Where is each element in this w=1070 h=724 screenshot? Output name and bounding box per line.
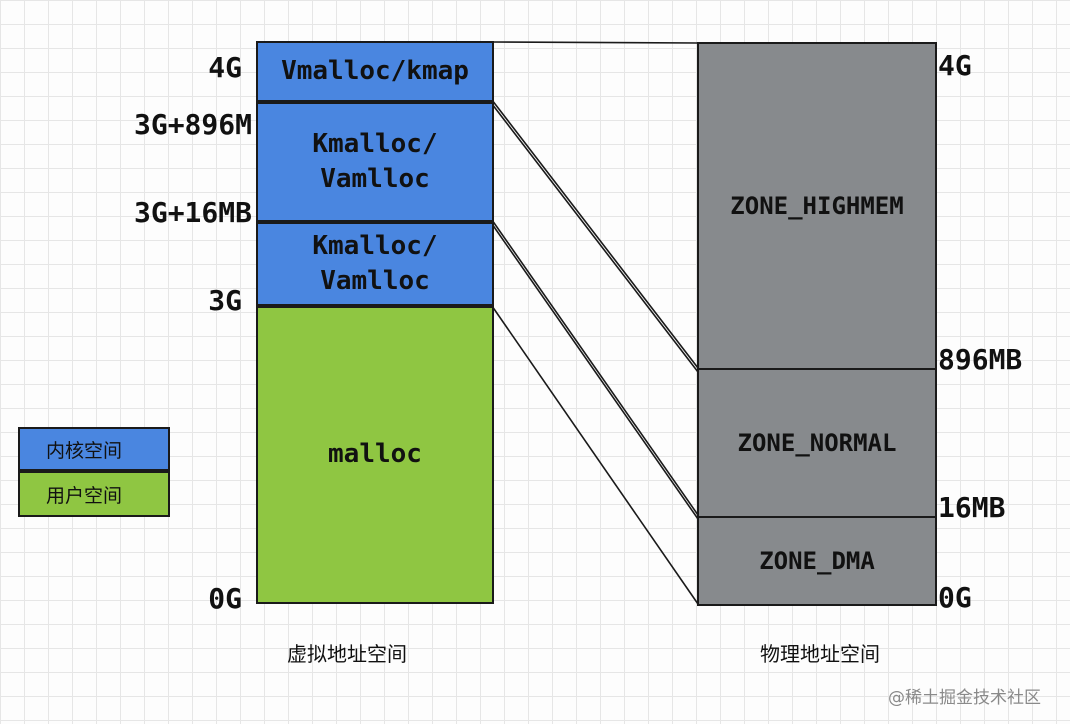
kmalloc-low-region: Kmalloc/ Vamlloc — [256, 222, 494, 306]
zone-highmem-label: ZONE_HIGHMEM — [730, 191, 904, 220]
vmalloc-kmap-region: Vmalloc/kmap — [256, 41, 494, 102]
virtual-label-3g: 3G — [208, 284, 242, 317]
virtual-label-3g-16mb: 3G+16MB — [133, 196, 252, 229]
connector-896-outer — [491, 99, 699, 369]
kmalloc-high-label: Kmalloc/ Vamlloc — [312, 128, 438, 194]
legend-user-label: 用户空间 — [46, 484, 123, 507]
malloc-region: malloc — [256, 306, 494, 604]
connector-16-inner — [491, 223, 699, 520]
zone-normal-label: ZONE_NORMAL — [737, 428, 897, 457]
vmalloc-kmap-label: Vmalloc/kmap — [281, 55, 469, 86]
connector-top — [491, 41, 699, 44]
physical-label-16mb: 16MB — [938, 491, 1006, 524]
zone-normal-region: ZONE_NORMAL — [697, 368, 937, 518]
physical-space-caption: 物理地址空间 — [760, 642, 880, 666]
zone-highmem-region: ZONE_HIGHMEM — [697, 42, 937, 370]
legend-kernel-label: 内核空间 — [46, 439, 123, 462]
virtual-label-4g: 4G — [208, 51, 242, 84]
kmalloc-low-label: Kmalloc/ Vamlloc — [312, 230, 438, 296]
virtual-label-0g: 0G — [208, 582, 242, 615]
kmalloc-high-region: Kmalloc/ Vamlloc — [256, 102, 494, 222]
virtual-space-caption: 虚拟地址空间 — [287, 642, 407, 666]
virtual-label-3g-896m: 3G+896M — [133, 108, 252, 141]
connector-3g — [491, 305, 699, 605]
physical-label-4g: 4G — [938, 49, 972, 82]
connector-16-outer — [491, 219, 699, 516]
zone-dma-label: ZONE_DMA — [759, 546, 875, 575]
physical-label-896mb: 896MB — [938, 343, 1023, 376]
watermark: @稀土掘金技术社区 — [888, 688, 1041, 708]
connector-896-inner — [491, 103, 699, 373]
physical-label-0g: 0G — [938, 581, 972, 614]
legend-kernel-space: 内核空间 — [18, 427, 170, 471]
zone-dma-region: ZONE_DMA — [697, 516, 937, 606]
malloc-label: malloc — [328, 439, 422, 470]
legend-user-space: 用户空间 — [18, 471, 170, 517]
